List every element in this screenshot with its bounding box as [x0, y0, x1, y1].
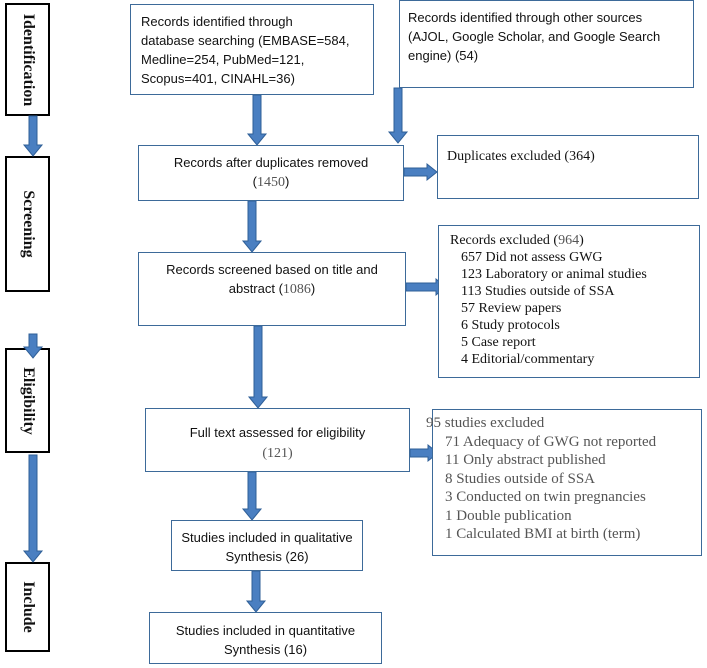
db-search-line4: Scopus=401, CINAHL=36) [141, 71, 295, 86]
studies-excluded-item: 8 Studies outside of SSA [445, 470, 596, 487]
records-excluded-title: Records excluded ( [450, 233, 559, 248]
flow-arrow-other-to-dedup [387, 87, 409, 144]
stage-arrow-1 [22, 115, 44, 157]
records-excluded-count: 964 [558, 233, 580, 248]
db-search-box: Records identified through database sear… [130, 4, 374, 95]
other-sources-box: Records identified through other sources… [399, 0, 694, 88]
dedup-text: Records after duplicates removed (1450) [139, 153, 403, 191]
stage-arrow-3 [22, 454, 44, 563]
stage-screening: Screening [5, 156, 50, 292]
duplicates-label: Duplicates excluded (364) [447, 149, 595, 164]
db-search-line3: Medline=254, PubMed=121, [141, 52, 305, 67]
dedup-box: Records after duplicates removed (1450) [138, 145, 404, 201]
records-excluded-item: 6 Study protocols [461, 318, 560, 333]
quantitative-text: Studies included in quantitative Synthes… [150, 621, 381, 659]
studies-excluded-box: 95 studies excluded 71 Adequacy of GWG n… [426, 409, 702, 556]
dedup-paren-open: ( [252, 174, 257, 189]
records-excluded-item: 57 Review papers [461, 301, 562, 316]
studies-excluded-title: 95 studies excluded [426, 415, 545, 431]
studies-excluded-item: 1 Calculated BMI at birth (term) [445, 526, 641, 542]
qualitative-line1: Studies included in qualitative [181, 530, 353, 545]
flow-arrow-db-to-dedup [246, 94, 268, 146]
studies-excluded-item: 1 Double publication [445, 507, 572, 524]
stage-eligibility: Eligibility [5, 348, 50, 453]
fulltext-box: Full text assessed for eligibility (121) [145, 408, 410, 472]
flow-arrow-dedup-to-duplicates [403, 162, 438, 182]
other-sources-line2: (AJOL, Google Scholar, and Google Search [408, 29, 661, 44]
flow-arrow-qualitative-to-quantitative [245, 570, 267, 613]
studies-excluded-item: 71 Adequacy of GWG not reported [445, 433, 657, 450]
screened-line1: Records screened based on title and [166, 262, 378, 277]
quantitative-line2: Synthesis (16) [223, 642, 308, 657]
records-excluded-content: Records excluded (964) 657 Did not asses… [450, 232, 647, 368]
screened-count: 1086 [282, 282, 311, 297]
records-excluded-item: 123 Laboratory or animal studies [461, 267, 647, 282]
studies-excluded-item: 3 Conducted on twin pregnancies [445, 489, 646, 505]
flow-arrow-screened-to-fulltext [247, 325, 269, 409]
stage-identification: Identification [5, 3, 50, 116]
dedup-count: 1450 [257, 175, 285, 190]
studies-excluded-item: 11 Only abstract published [445, 452, 606, 468]
fulltext-label: Full text assessed for eligibility [189, 425, 366, 440]
qualitative-text: Studies included in qualitative Synthesi… [172, 528, 362, 566]
screened-text: Records screened based on title and abst… [139, 260, 405, 298]
flow-arrow-dedup-to-screened [241, 200, 263, 253]
other-sources-line3: engine) (54) [408, 48, 479, 63]
stage-include: Include [5, 562, 50, 652]
db-search-line2: database searching (EMBASE=584, [141, 33, 350, 48]
screened-line2: abstract ( [228, 281, 283, 296]
studies-excluded-content: 95 studies excluded 71 Adequacy of GWG n… [426, 414, 657, 544]
db-search-text: Records identified through database sear… [141, 12, 350, 88]
dedup-paren-close: ) [285, 174, 290, 189]
qualitative-box: Studies included in qualitative Synthesi… [171, 520, 363, 571]
quantitative-box: Studies included in quantitative Synthes… [149, 612, 382, 664]
qualitative-line2: Synthesis (26) [225, 549, 309, 564]
screened-paren-close: ) [310, 281, 316, 296]
duplicates-box: Duplicates excluded (364) [437, 135, 699, 199]
fulltext-text: Full text assessed for eligibility (121) [146, 423, 409, 462]
flow-arrow-fulltext-to-qualitative [241, 471, 263, 521]
other-sources-text: Records identified through other sources… [408, 8, 660, 65]
other-sources-line1: Records identified through other sources [408, 10, 643, 25]
db-search-line1: Records identified through [141, 14, 293, 29]
records-excluded-item: 4 Editorial/commentary [461, 352, 595, 367]
dedup-label: Records after duplicates removed [173, 155, 369, 170]
quantitative-line1: Studies included in quantitative [175, 623, 356, 638]
records-excluded-item: 657 Did not assess GWG [461, 250, 603, 265]
fulltext-count: (121) [262, 446, 293, 461]
records-excluded-item: 113 Studies outside of SSA [461, 284, 615, 299]
records-excluded-box: Records excluded (964) 657 Did not asses… [438, 225, 700, 378]
stage-arrow-2 [22, 333, 44, 359]
screened-box: Records screened based on title and abst… [138, 252, 406, 326]
records-excluded-paren-close: ) [579, 233, 584, 248]
records-excluded-item: 5 Case report [461, 335, 536, 350]
